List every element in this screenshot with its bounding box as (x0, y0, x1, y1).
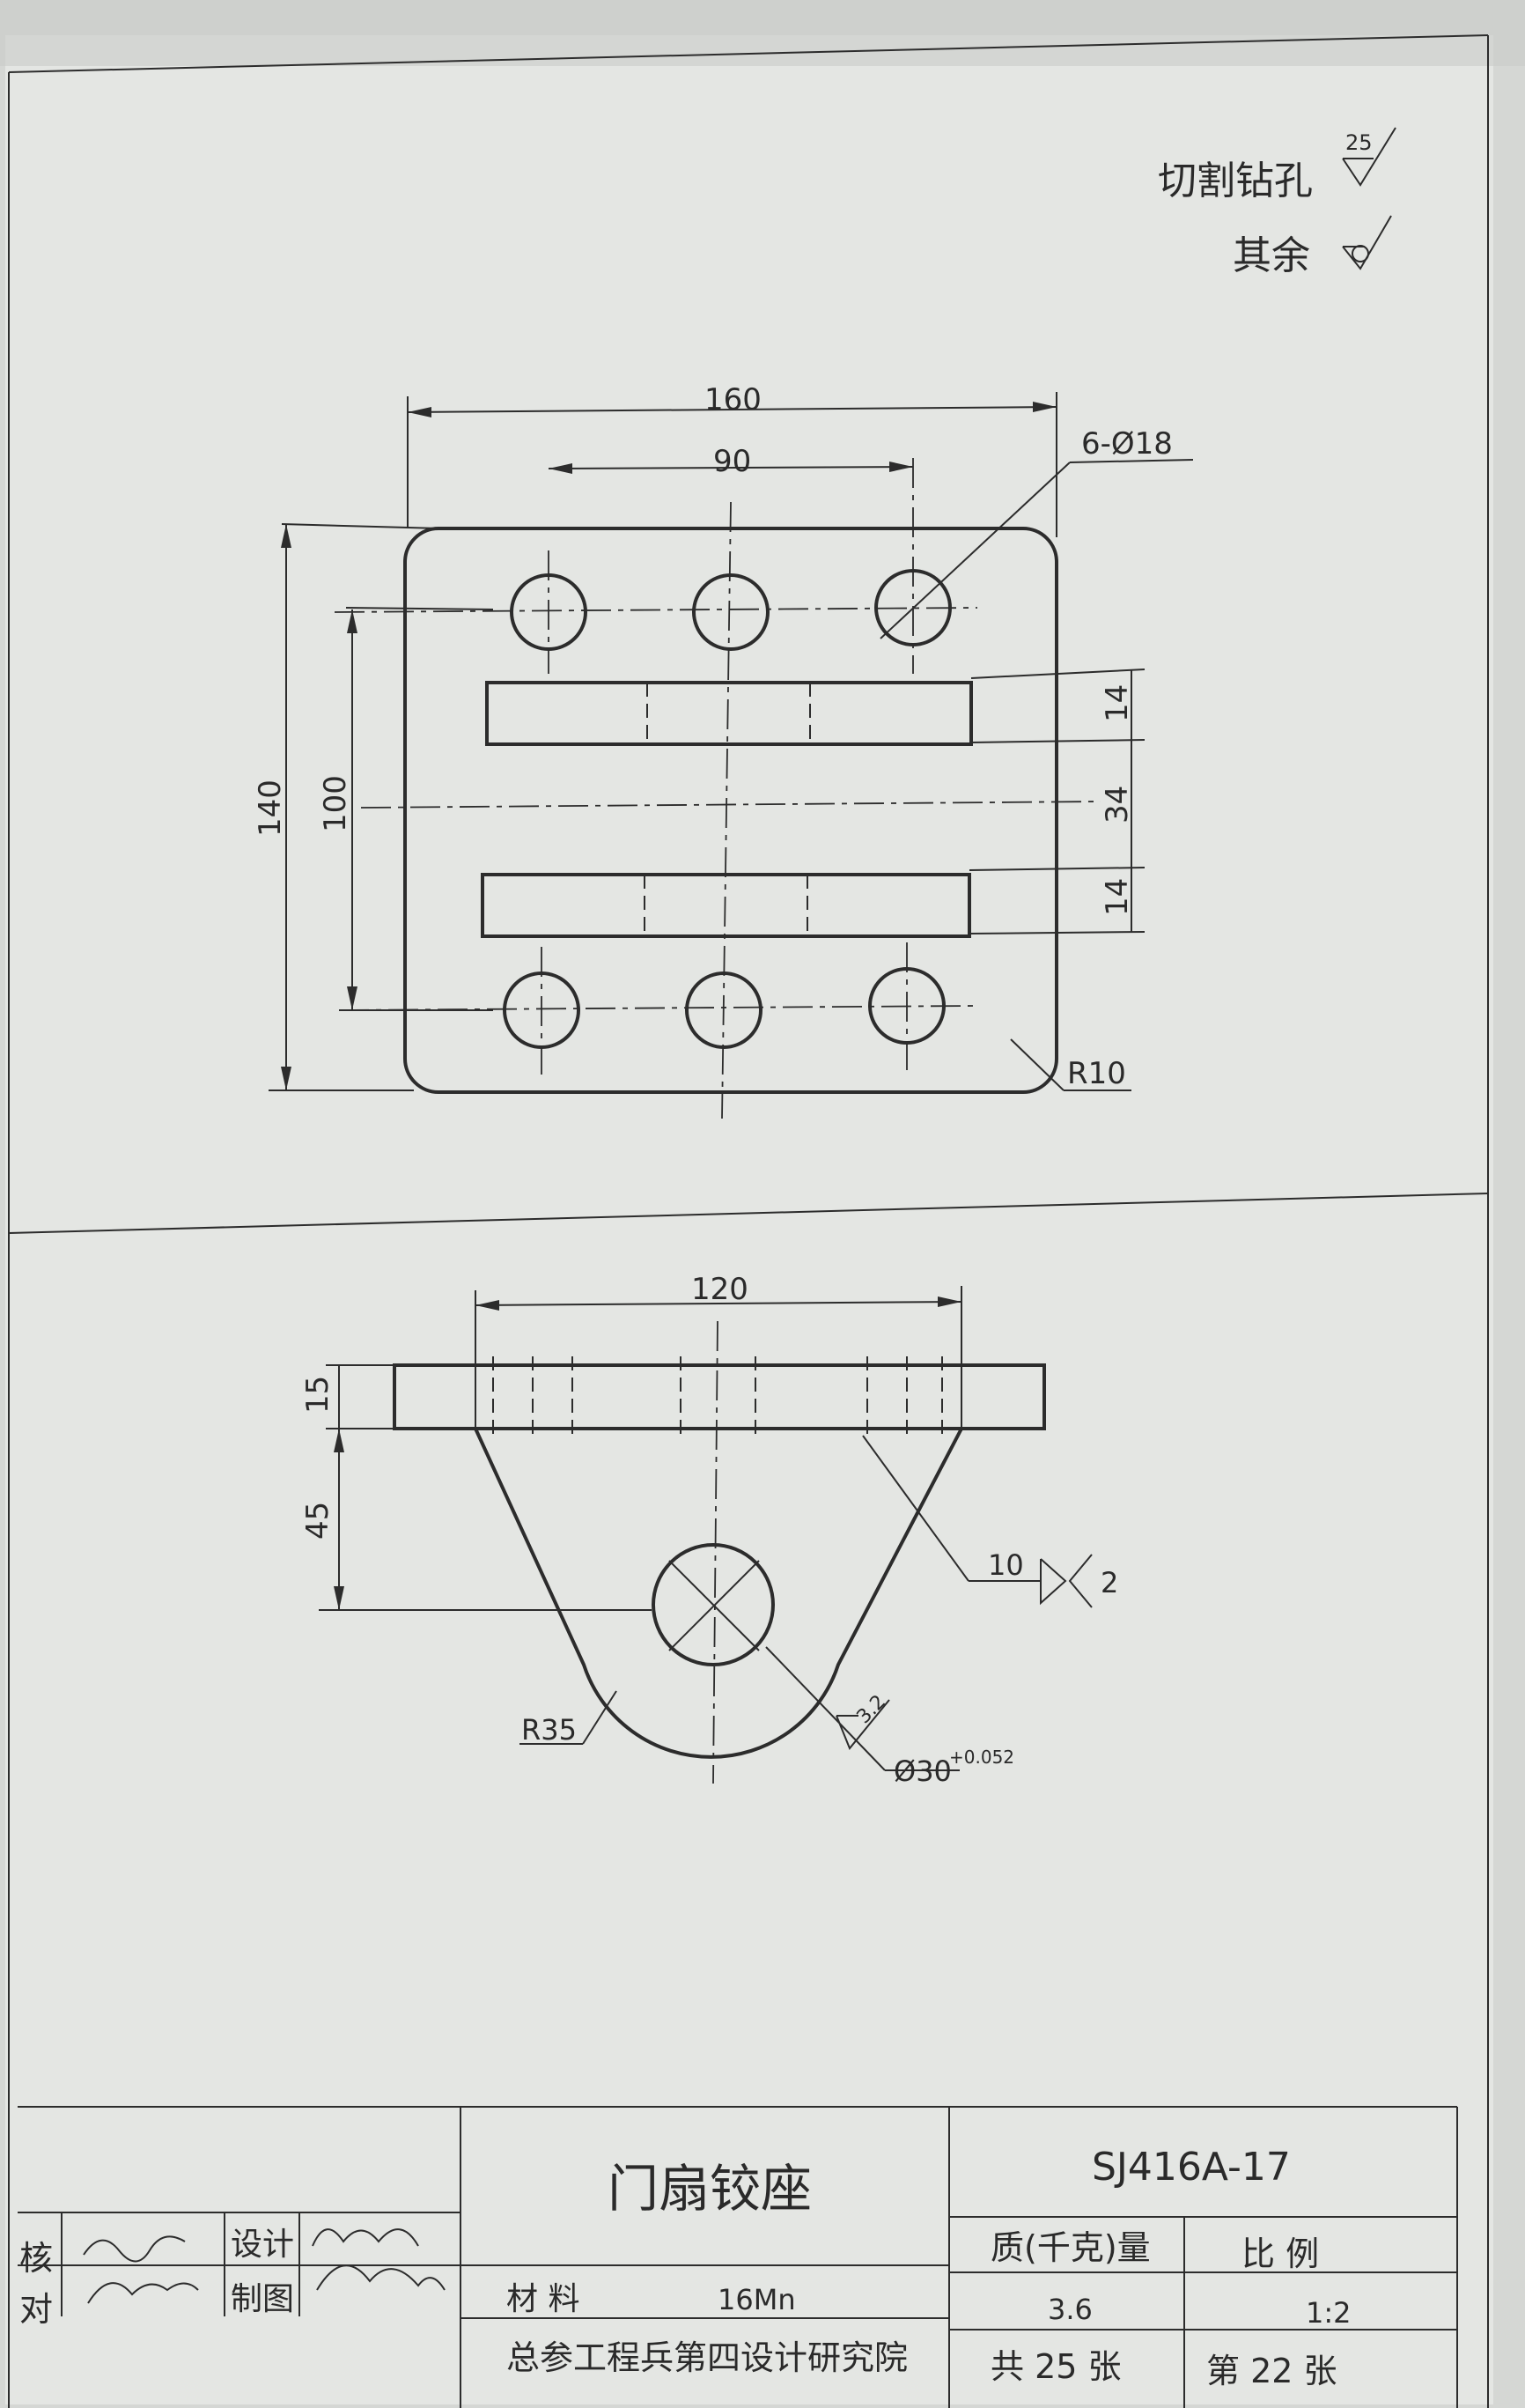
dim-hole-spacing-x: 90 (713, 444, 751, 479)
surface-finish-notes: 切割钻孔 25 其余 (1158, 127, 1396, 278)
checker-signature (83, 2235, 199, 2304)
base-plate (393, 1363, 1046, 1430)
arrowhead (475, 1300, 499, 1311)
dim-extension-line (969, 931, 1146, 934)
dim-slot-width-bottom: 14 (1100, 878, 1135, 916)
bore-tolerance: +0.052 (949, 1747, 1014, 1768)
weld-tail-icon (1068, 1554, 1093, 1608)
check-label-1: 核 (19, 2239, 53, 2278)
leader-line-bore (765, 1646, 886, 1771)
bore-hole (652, 1543, 775, 1666)
plan-view: 160 90 6-Ø18 140 100 14 34 14 (253, 382, 1194, 1119)
dim-line-width (407, 406, 1057, 413)
fillet-weld-icon (1040, 1558, 1067, 1606)
horizontal-centerline (360, 801, 1101, 809)
check-label-2: 对 (19, 2290, 53, 2329)
roughness-bore-icon (836, 1699, 890, 1750)
dim-corner-radius: R10 (1067, 1056, 1126, 1091)
title-block: 门扇铰座 SJ416A-17 核 对 设计 制图 材 料 16Mn 质(千克)量… (18, 2106, 1458, 2408)
arrowhead (281, 1067, 291, 1090)
dim-slot-width-top: 14 (1100, 684, 1135, 722)
dim-holes: 6-Ø18 (1081, 426, 1173, 462)
scale-value: 1:2 (1306, 2296, 1352, 2330)
weld-count: 2 (1101, 1566, 1118, 1599)
elevation-view: 120 15 45 10 2 R35 Ø30 +0.052 3.2 (300, 1272, 1118, 1788)
hole-top-middle (692, 573, 770, 651)
dim-bore: Ø30 (894, 1754, 952, 1788)
scale-label: 比 例 (1241, 2234, 1319, 2273)
other-surfaces-label: 其余 (1233, 233, 1310, 278)
frame-top-line (8, 34, 1489, 73)
arrowhead (334, 1586, 344, 1610)
arrowhead (889, 462, 913, 472)
weld-size: 10 (988, 1548, 1024, 1582)
dim-extension-line (281, 523, 441, 529)
dim-extension-line (970, 739, 1146, 743)
leader-line-holes (880, 462, 1071, 639)
lug-centerline (712, 1320, 718, 1784)
total-sheets: 共 25 张 (991, 2347, 1122, 2386)
dim-width: 120 (691, 1272, 748, 1307)
dim-extension-line (970, 668, 1146, 679)
leader-line-radius (1010, 1038, 1065, 1091)
arrowhead (347, 609, 357, 633)
leader-line-weld (862, 1435, 969, 1582)
drawing-number: SJ416A-17 (1092, 2145, 1291, 2190)
hole-row-centerline-top (334, 607, 978, 613)
arrowhead (281, 524, 291, 548)
mass-value: 3.6 (1048, 2293, 1093, 2326)
dim-overall-height: 140 (253, 779, 288, 837)
mass-label: 质(千克)量 (991, 2228, 1151, 2267)
vertical-centerline (721, 501, 732, 1119)
draft-label: 制图 (231, 2281, 294, 2317)
dim-hole-spacing-y: 100 (318, 775, 353, 832)
arrowhead (334, 1429, 344, 1452)
dim-hole-height: 45 (300, 1502, 335, 1540)
arrowhead (549, 463, 572, 474)
sheet-number: 第 22 张 (1206, 2352, 1337, 2390)
dim-plate-thickness: 15 (300, 1376, 335, 1414)
arrowhead (938, 1296, 961, 1307)
view-divider-line (8, 1193, 1489, 1234)
paper-top-edge (0, 0, 1525, 66)
cut-drill-label: 切割钻孔 (1158, 159, 1313, 203)
slot-top (485, 681, 973, 746)
cut-drill-value: 25 (1345, 130, 1373, 155)
hinge-lug (474, 1428, 963, 1759)
dim-line-hole-spacing (548, 466, 914, 469)
designer-signature (312, 2228, 446, 2291)
arrowhead (408, 407, 431, 417)
material-value: 16Mn (718, 2283, 796, 2316)
roughness-symbol-icon (1342, 127, 1396, 187)
organization: 总参工程兵第四设计研究院 (506, 2338, 908, 2377)
dim-line-width (475, 1301, 962, 1306)
dim-radius: R35 (521, 1713, 577, 1747)
dim-extension-line (969, 867, 1146, 871)
dim-overall-width: 160 (704, 382, 762, 417)
dim-extension-line (345, 607, 494, 610)
dim-slot-gap: 34 (1100, 786, 1135, 824)
paper-sheet (5, 35, 1493, 2404)
arrowhead (1033, 402, 1057, 412)
design-label: 设计 (231, 2227, 294, 2263)
bore-cross-line (668, 1560, 760, 1651)
material-label: 材 料 (506, 2281, 579, 2317)
leader-line-radius (582, 1690, 617, 1745)
roughness-unmachined-icon (1342, 215, 1392, 270)
part-name: 门扇铰座 (608, 2159, 812, 2219)
leader-line-holes (1069, 459, 1194, 463)
arrowhead (347, 986, 357, 1010)
